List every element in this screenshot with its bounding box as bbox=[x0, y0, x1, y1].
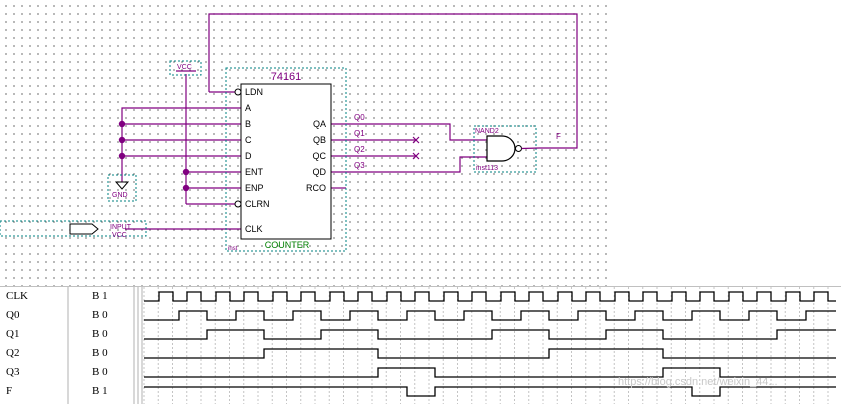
counter-74161[interactable]: 74161 COUNTER inst LDN A B C D ENT ENP C… bbox=[225, 67, 347, 252]
pin-ldn: LDN bbox=[245, 87, 263, 97]
signal-name: F bbox=[6, 385, 13, 397]
signal-row-q0[interactable]: Q0 B 0 bbox=[0, 307, 841, 326]
pin-qd: QD bbox=[313, 167, 327, 177]
trace-f bbox=[144, 386, 836, 397]
pin-qc: QC bbox=[313, 151, 327, 161]
pin-enp: ENP bbox=[245, 183, 264, 193]
gate-output-label: F bbox=[556, 132, 561, 141]
signal-row-clk[interactable]: CLK B 1 bbox=[0, 288, 841, 307]
pin-clk: CLK bbox=[245, 224, 263, 234]
counter-inst: inst bbox=[228, 246, 238, 252]
signal-name: CLK bbox=[6, 290, 28, 302]
pin-rco: RCO bbox=[306, 183, 326, 193]
input-label: INPUT bbox=[110, 224, 132, 231]
signal-name: Q3 bbox=[6, 366, 20, 378]
feedback-wire bbox=[208, 13, 578, 149]
vcc-symbol: VCC bbox=[169, 60, 202, 76]
pin-a: A bbox=[245, 103, 251, 113]
signal-value: B 0 bbox=[92, 347, 108, 359]
column-dividers bbox=[67, 287, 143, 404]
pin-ent: ENT bbox=[245, 167, 264, 177]
signal-row-q2[interactable]: Q2 B 0 bbox=[0, 345, 841, 364]
output-label-q0: Q0 bbox=[354, 113, 365, 122]
nand-type-label: NAND2 bbox=[475, 128, 499, 135]
pin-b: B bbox=[245, 119, 251, 129]
signal-name: Q2 bbox=[6, 347, 20, 359]
gnd-label: GND bbox=[112, 192, 128, 199]
counter-footer: COUNTER bbox=[265, 240, 310, 250]
waveform-panel[interactable]: CLK B 1 Q0 B 0 Q1 B 0 Q2 B 0 Q3 B 0 F B … bbox=[0, 286, 841, 404]
time-grid bbox=[143, 287, 829, 404]
trace-q0 bbox=[144, 310, 836, 321]
input-vcc-label: VCC bbox=[112, 232, 127, 239]
signal-value: B 0 bbox=[92, 366, 108, 378]
waveform-svg bbox=[67, 287, 836, 404]
pin-d: D bbox=[245, 151, 252, 161]
signal-row-q3[interactable]: Q3 B 0 bbox=[0, 364, 841, 383]
pin-clrn: CLRN bbox=[245, 199, 270, 209]
vcc-label: VCC bbox=[177, 64, 192, 71]
output-label-q2: Q2 bbox=[354, 145, 365, 154]
signal-traces bbox=[144, 291, 836, 397]
gnd-symbol: GND bbox=[107, 174, 137, 202]
signal-row-f[interactable]: F B 1 bbox=[0, 383, 841, 402]
signal-name: Q0 bbox=[6, 309, 20, 321]
nand2-gate[interactable]: NAND2 inst113 F bbox=[473, 125, 561, 173]
output-label-q1: Q1 bbox=[354, 129, 365, 138]
signal-value: B 1 bbox=[92, 290, 108, 302]
no-connect-marks bbox=[412, 136, 420, 160]
trace-q2 bbox=[144, 348, 836, 359]
nand-inst-label: inst113 bbox=[476, 165, 498, 172]
trace-q3 bbox=[144, 367, 836, 378]
input-pin: INPUT VCC bbox=[0, 220, 147, 239]
pin-qa: QA bbox=[313, 119, 326, 129]
counter-title: 74161 bbox=[271, 71, 302, 83]
trace-clk bbox=[144, 291, 836, 302]
schematic-canvas[interactable]: VCC GND INPUT VCC 74161 COUNTER inst LDN… bbox=[0, 0, 610, 288]
trace-q1 bbox=[144, 329, 836, 340]
junction-dots bbox=[118, 120, 190, 192]
signal-value: B 0 bbox=[92, 309, 108, 321]
pin-c: C bbox=[245, 135, 252, 145]
signal-row-q1[interactable]: Q1 B 0 bbox=[0, 326, 841, 345]
signal-name: Q1 bbox=[6, 328, 20, 340]
schematic-svg: VCC GND INPUT VCC 74161 COUNTER inst LDN… bbox=[0, 13, 578, 252]
watermark-text: https://blog.csdn.net/weixin_44... bbox=[618, 376, 778, 388]
output-label-q3: Q3 bbox=[354, 161, 365, 170]
signal-value: B 0 bbox=[92, 328, 108, 340]
signal-value: B 1 bbox=[92, 385, 108, 397]
pin-qb: QB bbox=[313, 135, 326, 145]
